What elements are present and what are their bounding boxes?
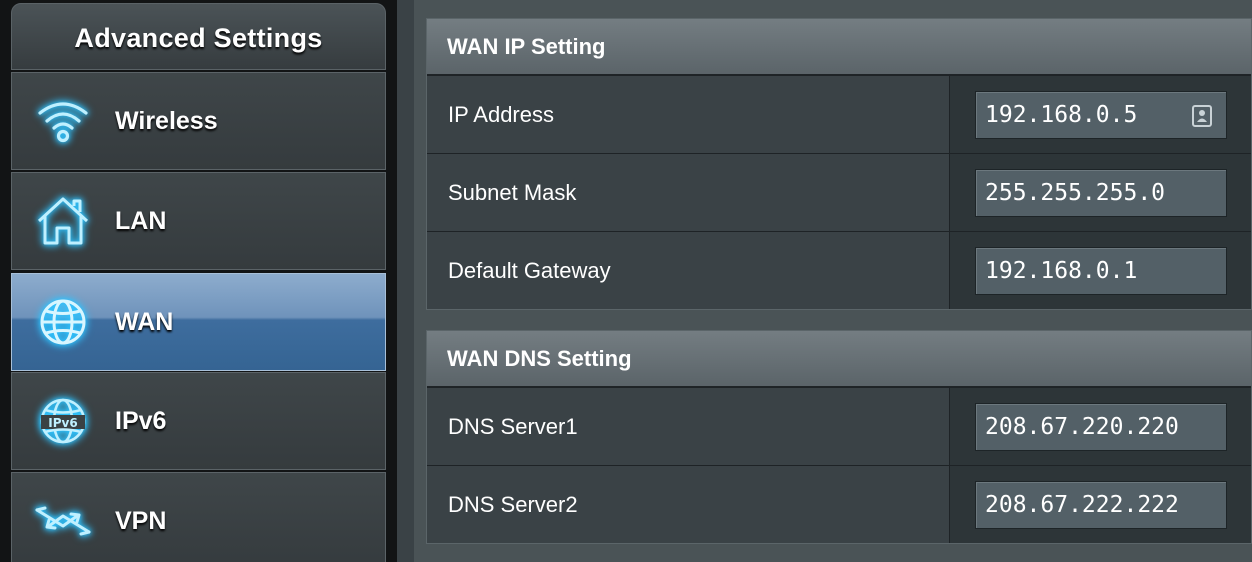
ip-address-label-cell: IP Address: [427, 76, 950, 153]
dns-server1-field: [975, 402, 1227, 451]
ip-address-row: IP Address: [427, 75, 1251, 153]
panel-title: WAN IP Setting: [447, 33, 606, 59]
home-icon: [32, 190, 94, 252]
sidebar-item-ipv6[interactable]: IPv6 IPv6: [11, 372, 386, 470]
dns-server2-row: DNS Server2: [427, 465, 1251, 543]
subnet-mask-label-cell: Subnet Mask: [427, 154, 950, 231]
globe-icon: [32, 291, 94, 353]
subnet-mask-row: Subnet Mask: [427, 153, 1251, 231]
dns-server1-label-cell: DNS Server1: [427, 388, 950, 465]
wifi-icon: [32, 90, 94, 152]
dns-server1-value-cell: [950, 388, 1251, 465]
sidebar: Advanced Settings Wireless: [0, 0, 397, 562]
subnet-mask-value-cell: [950, 154, 1251, 231]
default-gateway-row: Default Gateway: [427, 231, 1251, 309]
vpn-arrows-icon: [32, 490, 94, 552]
dns-server1-row: DNS Server1: [427, 387, 1251, 465]
ip-address-label: IP Address: [448, 101, 554, 127]
default-gateway-label: Default Gateway: [448, 257, 611, 283]
contact-card-icon[interactable]: [1192, 104, 1212, 127]
dns-server2-label: DNS Server2: [448, 491, 578, 517]
panel-header: WAN DNS Setting: [427, 331, 1251, 387]
main-content: WAN IP Setting IP Address: [414, 0, 1252, 562]
dns-server2-input[interactable]: [985, 491, 1185, 518]
default-gateway-field: [975, 246, 1227, 295]
dns-server2-field: [975, 480, 1227, 529]
sidebar-title: Advanced Settings: [74, 23, 323, 53]
dns-server2-label-cell: DNS Server2: [427, 466, 950, 543]
sidebar-header: Advanced Settings: [11, 3, 386, 70]
dns-server1-input[interactable]: [985, 413, 1185, 440]
default-gateway-label-cell: Default Gateway: [427, 232, 950, 309]
default-gateway-value-cell: [950, 232, 1251, 309]
sidebar-item-wan[interactable]: WAN: [11, 273, 386, 371]
svg-text:IPv6: IPv6: [48, 416, 77, 430]
panel-title: WAN DNS Setting: [447, 345, 632, 371]
sidebar-item-label: IPv6: [115, 406, 167, 435]
wan-ip-setting-panel: WAN IP Setting IP Address: [426, 18, 1252, 310]
dns-server1-label: DNS Server1: [448, 413, 578, 439]
ip-address-input[interactable]: [985, 101, 1185, 128]
sidebar-item-lan[interactable]: LAN: [11, 172, 386, 270]
ip-address-value-cell: [950, 76, 1251, 153]
subnet-mask-label: Subnet Mask: [448, 179, 577, 205]
ipv6-globe-icon: IPv6: [32, 390, 94, 452]
ip-address-field: [975, 90, 1227, 139]
default-gateway-input[interactable]: [985, 257, 1185, 284]
subnet-mask-field: [975, 168, 1227, 217]
sidebar-item-label: WAN: [115, 307, 174, 336]
wan-dns-setting-panel: WAN DNS Setting DNS Server1 DNS Server2: [426, 330, 1252, 544]
subnet-mask-input[interactable]: [985, 179, 1185, 206]
dns-server2-value-cell: [950, 466, 1251, 543]
sidebar-item-vpn[interactable]: VPN: [11, 472, 386, 562]
sidebar-item-label: Wireless: [115, 106, 218, 135]
panel-header: WAN IP Setting: [427, 19, 1251, 75]
sidebar-item-label: VPN: [115, 506, 167, 535]
sidebar-item-wireless[interactable]: Wireless: [11, 72, 386, 170]
sidebar-item-label: LAN: [115, 206, 167, 235]
